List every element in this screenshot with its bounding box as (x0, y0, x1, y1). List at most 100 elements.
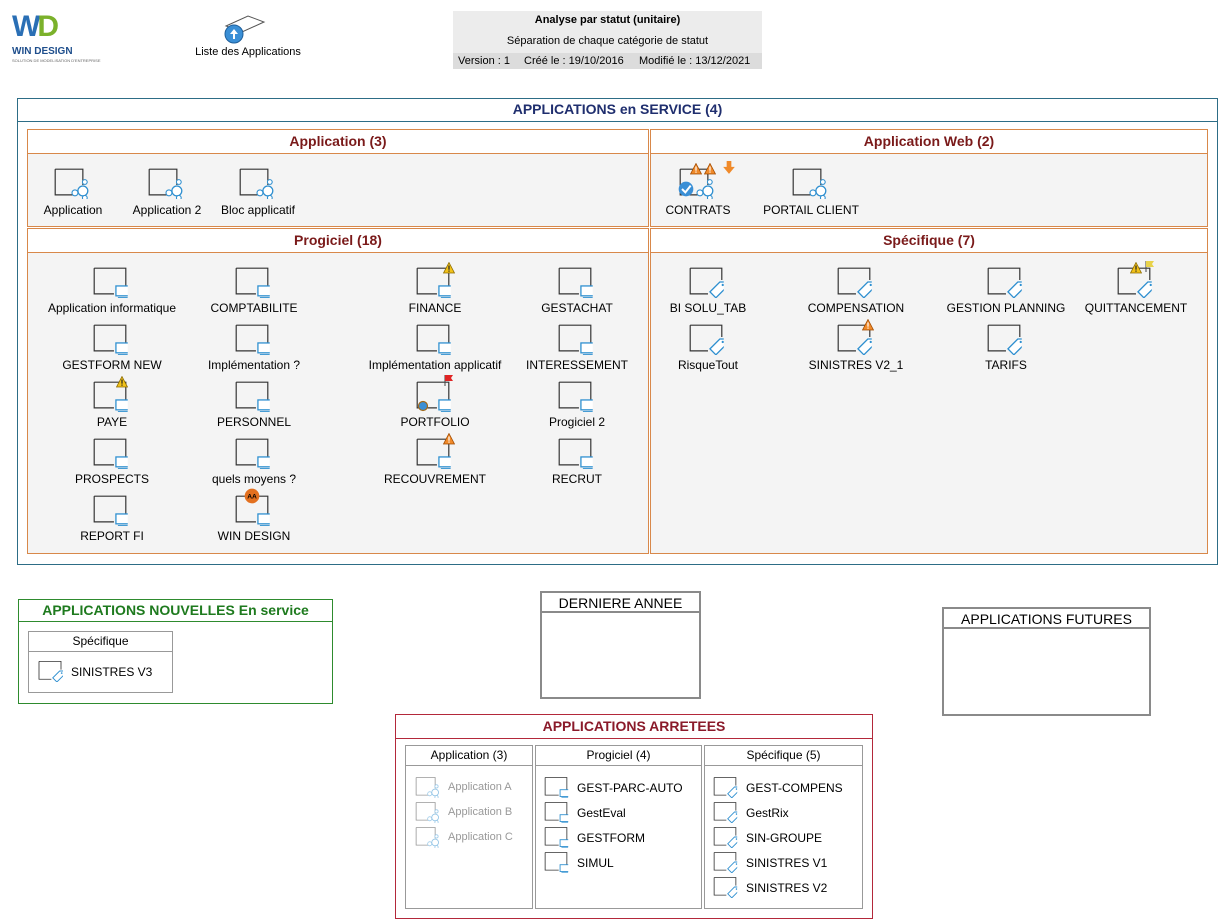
item-portail-client[interactable]: PORTAIL CLIENT (751, 167, 871, 219)
arretees-application-box: Application (3) (405, 745, 533, 909)
item-label: RECRUT (552, 472, 602, 486)
item-label: Application A (448, 781, 512, 793)
flag-icon (443, 374, 455, 386)
item-tarifs[interactable]: TARIFS (936, 323, 1076, 374)
item-label: TARIFS (985, 358, 1027, 372)
item-compensation[interactable]: COMPENSATION (786, 266, 926, 317)
item-label: GESTION PLANNING (946, 301, 1066, 315)
warning-icon (690, 163, 702, 175)
panel-application: Application (3) (27, 129, 649, 227)
item-implementation[interactable]: Implémentation ? (169, 323, 339, 374)
item-contrats[interactable]: CONTRATS (643, 161, 753, 219)
nouvelles-specifique-box: Spécifique SINISTRES V3 (28, 631, 173, 693)
package-screen-icon (235, 438, 270, 469)
document-title: Analyse par statut (unitaire) (534, 14, 681, 26)
item-label: Application 2 (132, 203, 202, 217)
item-quels-moyens[interactable]: quels moyens ? (169, 437, 339, 488)
check-badge-icon (678, 181, 694, 197)
applications-arretees-title: APPLICATIONS ARRETEES (396, 715, 872, 739)
document-meta: Version : 1 Créé le : 19/10/2016 Modifié… (453, 53, 762, 69)
item-label: GEST-PARC-AUTO (577, 781, 683, 795)
warning-icon (1130, 262, 1142, 274)
item-quittancement[interactable]: QUITTANCEMENT (1066, 266, 1206, 317)
item-prospects[interactable]: PROSPECTS (27, 437, 197, 488)
item-bi-solu-tab[interactable]: BI SOLU_TAB (638, 266, 778, 317)
item-gestachat[interactable]: GESTACHAT (492, 266, 662, 317)
item-gestion-planning[interactable]: GESTION PLANNING (936, 266, 1076, 317)
item-comptabilite[interactable]: COMPTABILITE (169, 266, 339, 317)
item-label: SINISTRES V2 (746, 881, 828, 895)
arretees-application-title: Application (3) (406, 746, 532, 766)
panel-specifique: Spécifique (7) (650, 228, 1208, 554)
app-network-icon (239, 168, 274, 199)
item-label: SIN-GROUPE (746, 831, 823, 845)
item-application-2[interactable]: Application 2 (112, 167, 222, 219)
windesign-logo: WD WIN DESIGN SOLUTION DE MODELISATION D… (8, 10, 100, 63)
list-upload-icon (224, 15, 266, 44)
item-label: Bloc applicatif (220, 203, 296, 217)
specific-tag-icon (987, 324, 1022, 355)
package-screen-icon (93, 324, 128, 355)
item-label: GEST-COMPENS (746, 781, 843, 795)
warning-icon (116, 376, 128, 388)
arretees-specifique-title: Spécifique (5) (705, 746, 862, 766)
panel-specifique-title: Spécifique (7) (651, 229, 1207, 253)
item-risquetout[interactable]: RisqueTout (638, 323, 778, 374)
derniere-annee-title: DERNIERE ANNEE (542, 593, 699, 613)
item-label: COMPENSATION (807, 301, 905, 315)
item-label: Implémentation applicatif (368, 358, 502, 372)
app-list-link[interactable]: Liste des Applications (188, 14, 308, 60)
package-screen-icon (93, 495, 128, 526)
warning-icon (443, 433, 455, 445)
package-screen-icon (543, 801, 569, 823)
version-text: Version : 1 (458, 55, 510, 67)
item-label: BI SOLU_TAB (669, 301, 747, 315)
arretees-progiciel-title: Progiciel (4) (536, 746, 701, 766)
applications-in-service-frame (17, 98, 1218, 565)
item-application[interactable]: Application (18, 167, 128, 219)
item-sinistres-v2-1[interactable]: SINISTRES V2_1 (786, 323, 926, 374)
package-screen-icon (416, 324, 451, 355)
item-label: CONTRATS (665, 203, 731, 217)
panel-application-web-title: Application Web (2) (651, 130, 1207, 154)
specific-tag-icon (689, 324, 724, 355)
item-portfolio[interactable]: PORTFOLIO (350, 380, 520, 431)
package-screen-icon (543, 851, 569, 873)
document-info: Analyse par statut (unitaire) Séparation… (453, 11, 762, 69)
item-label: Progiciel 2 (548, 415, 606, 429)
applications-arretees-frame: APPLICATIONS ARRETEES (395, 714, 873, 919)
flag-icon (1144, 260, 1156, 272)
item-recrut[interactable]: RECRUT (492, 437, 662, 488)
panel-progiciel-title: Progiciel (18) (28, 229, 648, 253)
item-interessement[interactable]: INTERESSEMENT (492, 323, 662, 374)
applications-in-service-title: APPLICATIONS en SERVICE (4) (17, 98, 1218, 122)
item-personnel[interactable]: PERSONNEL (169, 380, 339, 431)
package-screen-icon (558, 381, 593, 412)
item-gestform-new[interactable]: GESTFORM NEW (27, 323, 197, 374)
item-bloc-applicatif[interactable]: Bloc applicatif (203, 167, 313, 219)
item-progiciel-2[interactable]: Progiciel 2 (492, 380, 662, 431)
warning-icon (704, 163, 716, 175)
item-application-informatique[interactable]: Application informatique (27, 266, 197, 317)
package-screen-icon (558, 438, 593, 469)
logo-tagline: SOLUTION DE MODELISATION D'ENTREPRISE (12, 58, 101, 63)
item-label: GESTACHAT (541, 301, 613, 315)
item-paye[interactable]: PAYE (27, 380, 197, 431)
item-implementation-applicatif[interactable]: Implémentation applicatif (350, 323, 520, 374)
specific-tag-icon (37, 660, 63, 682)
item-label: Implémentation ? (207, 358, 301, 372)
panel-application-web: Application Web (2) (650, 129, 1208, 227)
package-screen-icon (558, 267, 593, 298)
item-label: COMPTABILITE (210, 301, 298, 315)
item-label: PORTAIL CLIENT (763, 203, 859, 217)
item-report-fi[interactable]: REPORT FI (27, 494, 197, 545)
package-screen-icon (235, 267, 270, 298)
item-recouvrement[interactable]: RECOUVREMENT (350, 437, 520, 488)
package-screen-icon (93, 267, 128, 298)
logo-brand: WIN DESIGN (12, 46, 73, 57)
item-label: GestRix (746, 806, 789, 820)
item-finance[interactable]: FINANCE (350, 266, 520, 317)
specific-tag-icon (712, 851, 738, 873)
applications-nouvelles-frame: APPLICATIONS NOUVELLES En service (18, 599, 333, 704)
